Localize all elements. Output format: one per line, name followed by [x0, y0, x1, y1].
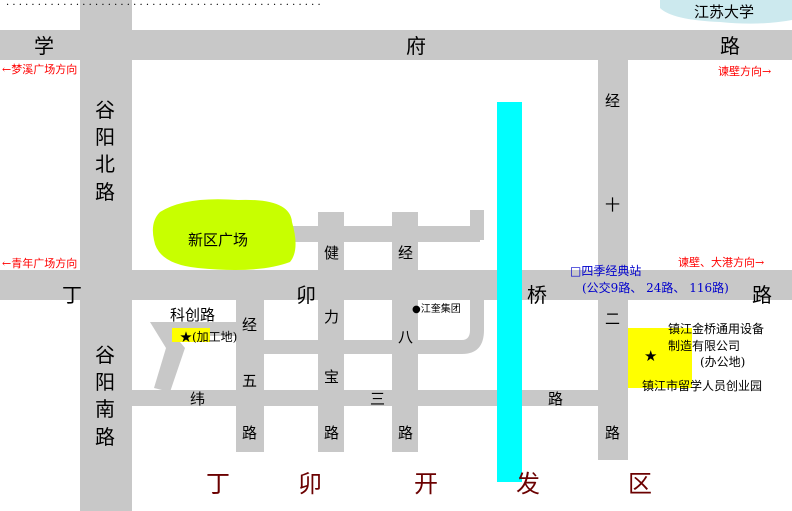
district-label: 区 [628, 470, 652, 498]
campus-area [660, 0, 792, 24]
district-label: 发 [516, 470, 540, 498]
company-office-label: (办公地) [700, 354, 745, 369]
road-label: 八 [398, 328, 413, 346]
road-label: 宝 [324, 368, 339, 386]
road-label: 北 [95, 152, 115, 176]
road-label: 路 [95, 425, 115, 449]
company-star-icon: ★ [644, 347, 657, 365]
road-guyang [80, 0, 132, 511]
road-label: 十 [605, 196, 620, 214]
road-label: 经 [398, 244, 413, 262]
road-ba-curve [426, 300, 484, 354]
district-label: 卯 [298, 470, 322, 498]
new-plaza-area [152, 199, 296, 270]
road-label: 路 [398, 424, 413, 442]
district-label: 开 [414, 470, 438, 498]
bus-station-label: □四季经典站 [570, 264, 641, 278]
road-label: 丁 [62, 283, 82, 307]
processing-area [172, 328, 210, 342]
company-area [628, 328, 692, 388]
road-label: 路 [95, 180, 115, 204]
road-kechuang [150, 322, 236, 392]
road-label: 南 [95, 397, 115, 421]
road-label: 卯 [296, 283, 316, 307]
direction-label: 谏壁、大港方向→ [678, 255, 764, 269]
direction-label: ←青年广场方向 [2, 256, 77, 270]
campus-label: 江苏大学 [694, 3, 754, 21]
road-jing-ba [392, 212, 418, 452]
road-mid-link [236, 340, 426, 354]
top-dots: · · · · · · · · · · · · · · · · · · · · … [6, 0, 321, 11]
road-label: 路 [242, 424, 257, 442]
road-label: 二 [605, 310, 620, 328]
road-label: 健 [324, 244, 339, 262]
company-name-line2: 制造有限公司 [668, 339, 740, 353]
company-name-line1: 镇江金桥通用设备 [668, 321, 764, 336]
road-label: 桥 [527, 283, 547, 307]
processing-site-label: ★(加工地) [180, 330, 237, 344]
river [497, 102, 522, 482]
direction-label: ←梦溪广场方向 [2, 62, 77, 76]
road-label: 力 [324, 308, 339, 326]
road-label: 学 [34, 34, 54, 58]
road-label: 路 [605, 424, 620, 442]
road-jing-wu [236, 296, 264, 452]
road-label: 谷 [95, 98, 115, 122]
road-label: 阳 [95, 370, 115, 394]
road-label: 五 [242, 372, 257, 390]
road-label: 谷 [95, 343, 115, 367]
direction-label: 谏壁方向→ [718, 64, 771, 78]
road-label: 三 [370, 390, 385, 408]
road-label: 经 [605, 92, 620, 110]
road-label: 路 [720, 34, 740, 58]
road-label: 纬 [190, 390, 205, 408]
new-plaza-label: 新区广场 [188, 231, 248, 249]
incubator-label: 镇江市留学人员创业园 [642, 378, 762, 393]
jiangkui-group-label: ●江奎集团 [412, 302, 461, 315]
road-jianyu-link [470, 210, 484, 240]
road-label: 科创路 [170, 306, 215, 324]
road-label: 路 [548, 390, 563, 408]
bus-routes-label: (公交9路、 24路、 116路) [582, 280, 729, 295]
road-label: 经 [242, 316, 257, 334]
road-label: 路 [752, 283, 772, 307]
road-label: 路 [324, 424, 339, 442]
road-label: 阳 [95, 125, 115, 149]
district-label: 丁 [206, 470, 230, 498]
road-label: 府 [406, 34, 426, 58]
road-li-bao [318, 212, 344, 452]
